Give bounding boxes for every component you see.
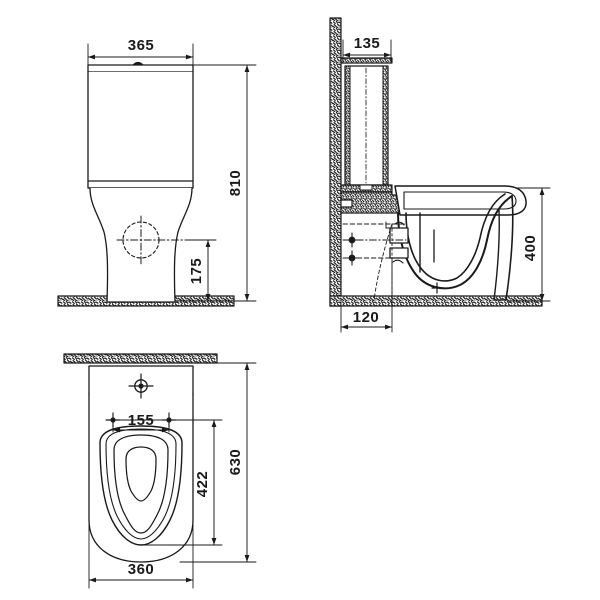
- plan-seat-inner: [105, 428, 177, 540]
- dimension-630: 630: [179, 362, 257, 563]
- front-elevation-view: 365 810 175: [57, 37, 257, 307]
- side-section-view: 135 400 120: [329, 17, 551, 333]
- plan-wall-hatch: [63, 353, 218, 364]
- plan-bowl-aperture: [113, 434, 169, 534]
- dimension-365-label: 365: [128, 37, 155, 54]
- side-wall-hatch: [329, 17, 342, 307]
- dimension-360-label: 360: [128, 561, 155, 578]
- side-outlet-block: [389, 221, 409, 264]
- side-bowl-outline: [394, 185, 527, 301]
- dimension-360: 360: [88, 524, 194, 589]
- front-cistern: [87, 61, 194, 189]
- dimension-135: 135: [342, 35, 392, 63]
- side-cistern-section: [340, 57, 393, 193]
- dimension-810-label: 810: [227, 170, 244, 197]
- dimension-120-label: 120: [353, 309, 380, 326]
- dimension-175-label: 175: [188, 258, 205, 285]
- dimension-422-label: 422: [194, 471, 211, 498]
- plan-water-spot: [125, 446, 157, 502]
- dimension-135-label: 135: [354, 35, 381, 52]
- dimension-365: 365: [87, 37, 194, 69]
- bolt-upper-icon: [344, 232, 360, 248]
- dimension-155: 155: [105, 412, 177, 433]
- side-fixing-bolts: [344, 232, 360, 266]
- dimension-120: 120: [340, 259, 393, 333]
- dimension-400-label: 400: [522, 235, 539, 262]
- dimension-175: 175: [188, 239, 217, 302]
- plan-top-view: 155 422 630 360: [63, 353, 257, 589]
- plan-inlet-target-icon: [128, 373, 154, 399]
- dimension-155-label: 155: [128, 412, 155, 429]
- bolt-lower-icon: [344, 250, 360, 266]
- side-rim-shelf: [340, 191, 401, 214]
- dimension-422: 422: [140, 419, 223, 546]
- dimension-400: 400: [507, 187, 551, 302]
- dimension-630-label: 630: [227, 449, 244, 476]
- trap-center-cross: [431, 282, 443, 294]
